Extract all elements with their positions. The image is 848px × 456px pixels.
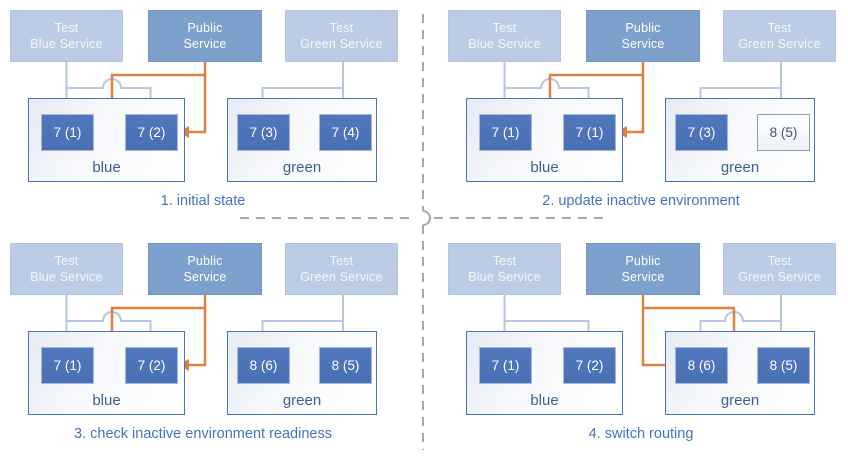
service-label: Public [625,20,661,35]
public-service-box: Public Service [586,10,700,62]
test-green-service-box: Test Green Service [723,243,836,295]
test-green-route-lines [261,62,344,103]
green-environment-box: 7 (3) 8 (5) green [665,98,815,182]
step-caption: 1. initial state [160,193,246,209]
service-label: Test [54,20,79,35]
green-environment-box: 8 (6) 8 (5) green [227,331,377,415]
environment-label: blue [92,159,121,176]
service-label: Test [767,253,792,268]
test-green-route-lines [699,295,782,336]
test-green-service-box: Test Green Service [723,10,836,62]
environment-label: green [282,159,322,176]
service-label: Test [767,20,792,35]
test-blue-route-lines [503,295,590,336]
blue-environment-box: 7 (1) 7 (2) blue [466,331,623,415]
blue-environment-box: 7 (1) 7 (1) blue [466,98,623,182]
test-blue-route-lines [65,62,152,103]
pod-box: 8 (5) [319,347,372,384]
blue-environment-box: 7 (1) 7 (2) blue [28,331,185,415]
pod-box: 7 (2) [125,347,178,384]
quadrant-3-check-inactive-environment-readiness: Test Blue Service Public Service Test Gr… [0,233,410,456]
service-label: Test [329,20,354,35]
test-green-route-lines [699,62,782,103]
service-label: Green Service [300,270,383,284]
pod-box: 7 (2) [125,114,178,151]
step-caption: 3. check inactive environment readiness [74,426,332,442]
quadrant-4-switch-routing: Test Blue Service Public Service Test Gr… [438,233,848,456]
service-label: Service [183,270,227,284]
service-label: Public [625,253,661,268]
pod-box: 8 (6) [237,347,290,384]
service-label: Blue Service [468,37,541,51]
service-label: Service [183,37,227,51]
pod-box: 7 (3) [675,114,728,151]
test-blue-route-lines [65,295,152,336]
service-label: Blue Service [30,37,103,51]
divider-crossover-hop-arc [422,210,431,226]
test-green-route-lines [261,295,344,336]
service-label: Blue Service [30,270,103,284]
environment-label: blue [92,392,121,409]
test-blue-service-box: Test Blue Service [10,10,123,62]
service-label: Service [621,37,665,51]
test-green-service-box: Test Green Service [285,10,398,62]
pod-box: 7 (1) [563,114,616,151]
test-blue-route-lines [503,62,590,103]
test-blue-service-box: Test Blue Service [10,243,123,295]
step-caption: 4. switch routing [588,426,694,442]
green-environment-box: 7 (3) 7 (4) green [227,98,377,182]
test-green-service-box: Test Green Service [285,243,398,295]
public-service-box: Public Service [586,243,700,295]
service-label: Test [492,253,517,268]
green-environment-box: 8 (6) 8 (5) green [665,331,815,415]
public-service-box: Public Service [148,243,262,295]
public-service-box: Public Service [148,10,262,62]
service-label: Green Service [300,37,383,51]
service-label: Public [187,253,223,268]
service-label: Test [492,20,517,35]
step-caption: 2. update inactive environment [542,193,740,209]
quadrant-2-update-inactive-environment: Test Blue Service Public Service Test Gr… [438,0,848,223]
test-blue-service-box: Test Blue Service [448,10,561,62]
environment-label: green [282,392,322,409]
blue-environment-box: 7 (1) 7 (2) blue [28,98,185,182]
service-label: Blue Service [468,270,541,284]
pod-box: 7 (2) [563,347,616,384]
pod-box-updating: 8 (5) [757,114,810,151]
quadrant-1-initial-state: Test Blue Service Public Service Test Gr… [0,0,410,223]
service-label: Public [187,20,223,35]
pod-box: 8 (5) [757,347,810,384]
pod-box: 7 (1) [479,347,532,384]
service-label: Test [54,253,79,268]
test-blue-service-box: Test Blue Service [448,243,561,295]
service-label: Green Service [738,37,821,51]
pod-box: 8 (6) [675,347,728,384]
pod-box: 7 (1) [41,114,94,151]
environment-label: blue [530,159,559,176]
pod-box: 7 (1) [479,114,532,151]
pod-box: 7 (1) [41,347,94,384]
environment-label: green [720,392,760,409]
service-label: Test [329,253,354,268]
pod-box: 7 (3) [237,114,290,151]
pod-box: 7 (4) [319,114,372,151]
environment-label: green [720,159,760,176]
service-label: Green Service [738,270,821,284]
service-label: Service [621,270,665,284]
environment-label: blue [530,392,559,409]
